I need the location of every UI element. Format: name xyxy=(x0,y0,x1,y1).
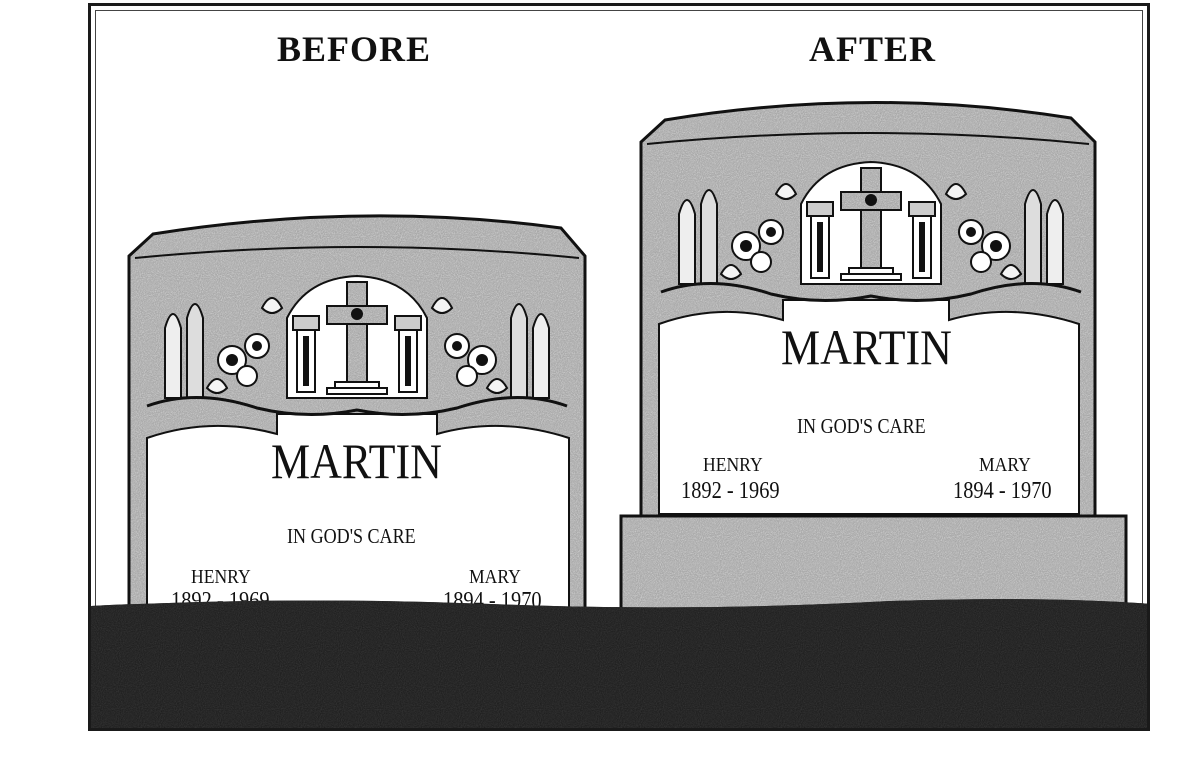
illustration-frame: BEFORE AFTER MARTIN IN GOD'S CARE HENRY … xyxy=(88,3,1150,731)
after-right-name: MARY xyxy=(979,454,1031,476)
after-left-years: 1892 - 1969 xyxy=(681,478,780,504)
before-heading: BEFORE xyxy=(277,29,432,69)
before-right-name: MARY xyxy=(469,566,521,588)
after-epitaph: IN GOD'S CARE xyxy=(797,414,926,438)
before-epitaph: IN GOD'S CARE xyxy=(287,524,416,548)
after-left-name: HENRY xyxy=(703,454,763,476)
after-family-name: MARTIN xyxy=(781,319,952,375)
after-tombstone xyxy=(619,100,1128,618)
before-family-name: MARTIN xyxy=(271,433,442,489)
ground-overlay xyxy=(91,599,1147,728)
after-heading: AFTER xyxy=(809,29,937,69)
after-right-years: 1894 - 1970 xyxy=(953,478,1052,504)
before-left-name: HENRY xyxy=(191,566,251,588)
